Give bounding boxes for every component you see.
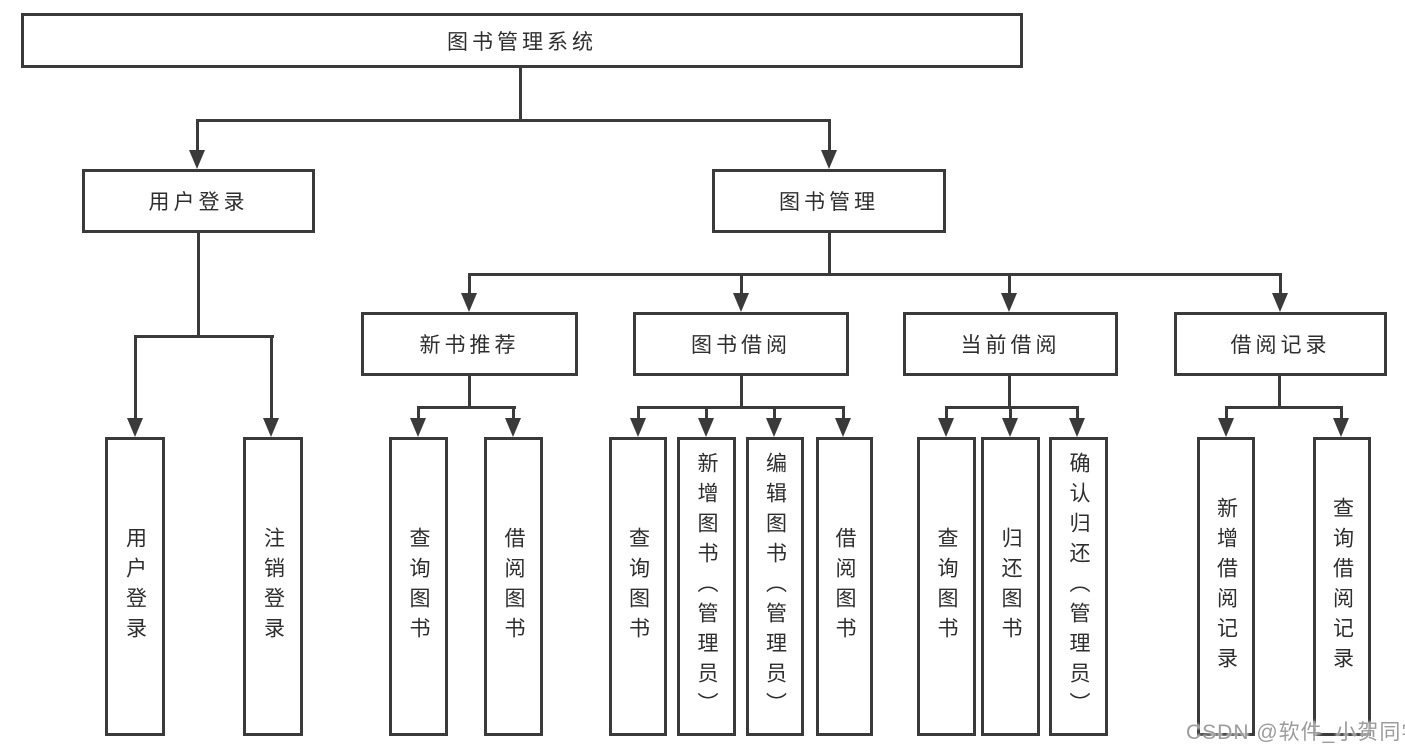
connector-vline xyxy=(197,233,200,337)
leaf-borrow-add-book-admin: 新增图书（管理员） xyxy=(677,437,736,736)
leaf-record-add-record-label: 新增借阅记录 xyxy=(1214,496,1238,677)
leaf-record-query-record: 查询借阅记录 xyxy=(1313,437,1371,736)
connector-vline xyxy=(468,273,471,297)
leaf-borrow-query-book: 查询图书 xyxy=(609,437,667,736)
connector-hline xyxy=(134,335,274,338)
connector-hline xyxy=(196,119,831,122)
arrow-down-icon xyxy=(461,293,477,312)
leaf-logout-label: 注销登录 xyxy=(261,526,285,647)
leaf-newrec-query-book-label: 查询图书 xyxy=(407,526,430,647)
connector-vline xyxy=(519,68,522,121)
connector-vline xyxy=(945,406,948,421)
arrow-down-icon xyxy=(835,418,851,437)
connector-vline xyxy=(1009,406,1012,421)
leaf-newrec-query-book: 查询图书 xyxy=(389,437,448,736)
connector-vline xyxy=(1279,273,1282,297)
connector-vline xyxy=(134,335,137,421)
arrow-down-icon xyxy=(1333,418,1349,437)
connector-vline xyxy=(196,119,199,153)
connector-vline xyxy=(637,406,640,421)
leaf-current-return-book: 归还图书 xyxy=(981,437,1040,736)
leaf-newrec-borrow-book: 借阅图书 xyxy=(484,437,543,736)
connector-hline xyxy=(417,406,516,409)
leaf-current-return-book-label: 归还图书 xyxy=(999,526,1022,647)
node-current-borrow: 当前借阅 xyxy=(903,312,1118,376)
node-user-login-label: 用户登录 xyxy=(148,191,249,214)
leaf-borrow-edit-book-admin: 编辑图书（管理员） xyxy=(746,437,804,736)
arrow-down-icon xyxy=(698,418,714,437)
arrow-down-icon xyxy=(189,150,205,169)
arrow-down-icon xyxy=(127,418,143,437)
leaf-record-query-record-label: 查询借阅记录 xyxy=(1330,496,1354,677)
leaf-current-confirm-return-admin-label: 确认归还（管理员） xyxy=(1067,451,1090,722)
csdn-watermark: CSDN @软件_小贺同学 xyxy=(1186,721,1405,744)
node-new-book-recommend-label: 新书推荐 xyxy=(419,334,520,357)
arrow-down-icon xyxy=(821,150,837,169)
connector-vline xyxy=(828,119,831,153)
connector-vline xyxy=(468,376,471,409)
arrow-down-icon xyxy=(263,418,279,437)
arrow-down-icon xyxy=(630,418,646,437)
connector-vline xyxy=(740,376,743,409)
node-borrow-records: 借阅记录 xyxy=(1174,312,1387,376)
leaf-user-login-label: 用户登录 xyxy=(123,526,147,647)
node-borrow-records-label: 借阅记录 xyxy=(1230,334,1331,357)
arrow-down-icon xyxy=(1272,293,1288,312)
connector-vline xyxy=(512,406,515,421)
node-current-borrow-label: 当前借阅 xyxy=(960,334,1061,357)
leaf-current-query-book-label: 查询图书 xyxy=(935,526,958,647)
arrow-down-icon xyxy=(505,418,521,437)
leaf-logout: 注销登录 xyxy=(243,437,303,736)
connector-hline xyxy=(1225,406,1343,409)
arrow-down-icon xyxy=(938,418,954,437)
leaf-newrec-borrow-book-label: 借阅图书 xyxy=(502,526,525,647)
connector-vline xyxy=(270,335,273,421)
arrow-down-icon xyxy=(410,418,426,437)
arrow-down-icon xyxy=(733,293,749,312)
leaf-current-confirm-return-admin: 确认归还（管理员） xyxy=(1049,437,1108,736)
leaf-borrow-borrow-book-label: 借阅图书 xyxy=(833,526,856,647)
connector-vline xyxy=(1008,376,1011,408)
node-root: 图书管理系统 xyxy=(21,13,1023,68)
leaf-current-query-book: 查询图书 xyxy=(917,437,976,736)
arrow-down-icon xyxy=(1001,293,1017,312)
node-new-book-recommend: 新书推荐 xyxy=(361,312,578,376)
leaf-borrow-add-book-admin-label: 新增图书（管理员） xyxy=(695,451,718,722)
node-root-label: 图书管理系统 xyxy=(447,30,597,54)
node-book-management-label: 图书管理 xyxy=(779,191,879,214)
connector-hline xyxy=(945,406,1079,409)
node-book-borrow-label: 图书借阅 xyxy=(691,334,791,357)
leaf-user-login: 用户登录 xyxy=(105,437,165,736)
arrow-down-icon xyxy=(1002,418,1018,437)
node-book-borrow: 图书借阅 xyxy=(633,312,849,376)
connector-hline xyxy=(637,406,845,409)
connector-vline xyxy=(705,406,708,421)
connector-vline xyxy=(1076,406,1079,421)
connector-vline xyxy=(1008,273,1011,297)
connector-vline xyxy=(1340,406,1343,421)
node-book-management: 图书管理 xyxy=(712,169,946,233)
connector-vline xyxy=(1225,406,1228,421)
leaf-borrow-query-book-label: 查询图书 xyxy=(626,526,650,647)
connector-vline xyxy=(773,406,776,421)
leaf-record-add-record: 新增借阅记录 xyxy=(1197,437,1255,736)
node-user-login: 用户登录 xyxy=(82,169,315,233)
connector-vline xyxy=(1278,376,1281,408)
leaf-borrow-borrow-book: 借阅图书 xyxy=(816,437,873,736)
arrow-down-icon xyxy=(766,418,782,437)
connector-hline xyxy=(468,273,1282,276)
connector-vline xyxy=(740,273,743,297)
arrow-down-icon xyxy=(1069,418,1085,437)
leaf-borrow-edit-book-admin-label: 编辑图书（管理员） xyxy=(763,451,787,722)
connector-vline xyxy=(417,406,420,421)
connector-vline xyxy=(842,406,845,421)
connector-vline xyxy=(828,233,831,275)
arrow-down-icon xyxy=(1218,418,1234,437)
